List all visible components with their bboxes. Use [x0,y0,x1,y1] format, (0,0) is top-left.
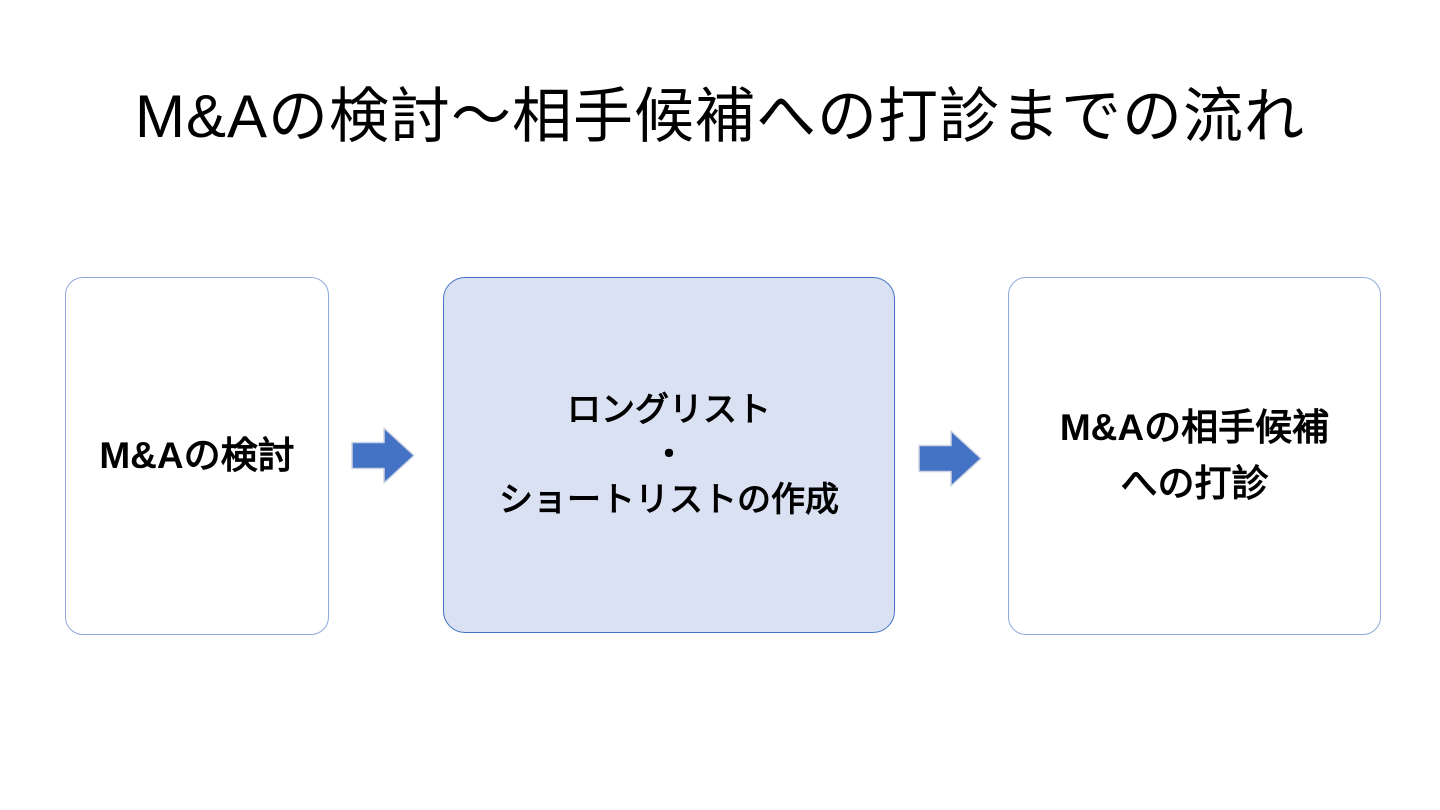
flow-step-ma-consideration: M&Aの検討 [65,277,329,635]
right-arrow-icon [351,427,415,484]
flow-step-approach-candidates: M&Aの相手候補 への打診 [1008,277,1381,635]
flow-step-longlist-shortlist: ロングリスト ・ ショートリストの作成 [443,277,895,633]
slide-title: M&Aの検討～相手候補への打診までの流れ [134,83,1306,150]
flow-step-label: M&Aの検討 [99,435,295,476]
right-arrow-icon [918,430,982,487]
flow-step-label: ロングリスト ・ ショートリストの作成 [499,390,839,519]
flow-step-label: M&Aの相手候補 への打診 [1059,407,1330,504]
